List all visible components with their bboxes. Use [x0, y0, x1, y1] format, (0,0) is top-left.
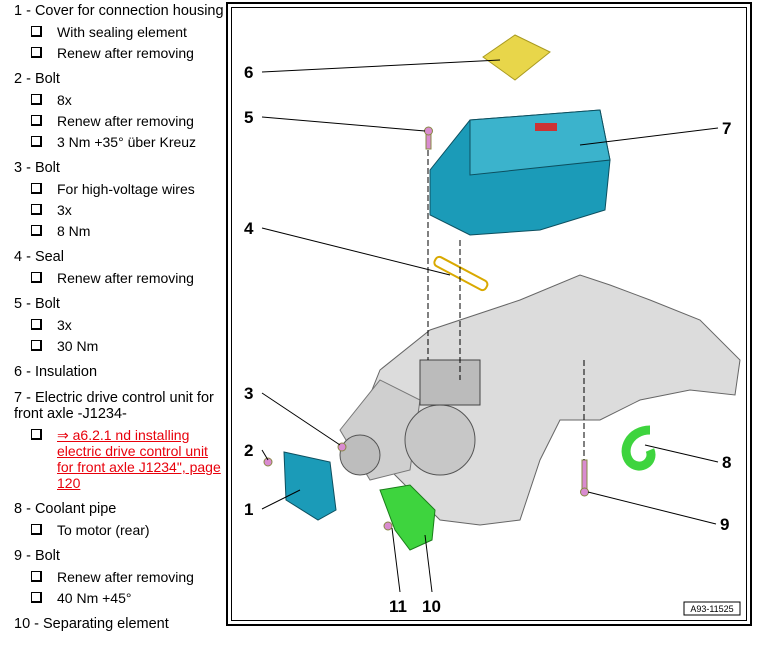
- control-unit-label: [535, 123, 557, 131]
- alignment-lines: [427, 150, 585, 460]
- bearing-flange: [339, 434, 381, 476]
- exploded-view-figure: 6 5 7 4 3 2 1 8 9 11 10 A93-11525: [226, 2, 752, 626]
- entry-title: 3 - Bolt: [14, 160, 60, 176]
- exploded-view-drawing: 6 5 7 4 3 2 1 8 9 11 10 A93-11525: [244, 34, 741, 616]
- entry-item: ⇒ a6.2.1 nd installing electric drive co…: [14, 427, 226, 491]
- figure-inner-frame: [231, 7, 747, 621]
- checkbox-bullet-icon: [31, 592, 42, 603]
- entry-item: To motor (rear): [14, 522, 226, 538]
- install-procedure-link[interactable]: ⇒ a6.2.1 nd installing electric drive co…: [57, 427, 221, 491]
- entry-item: 3 Nm +35° über Kreuz: [14, 134, 226, 150]
- legend-entry-2: 2 - Bolt 8x Renew after removing 3 Nm +3…: [14, 71, 226, 150]
- checkbox-bullet-icon: [31, 26, 42, 37]
- entry-item: 8x: [14, 92, 226, 108]
- checkbox-bullet-icon: [31, 183, 42, 194]
- entry-item: Renew after removing: [14, 113, 226, 129]
- entry-title: 9 - Bolt: [14, 548, 60, 564]
- checkbox-bullet-icon: [31, 225, 42, 236]
- entry-title: 2 - Bolt: [14, 71, 60, 87]
- entry-title: 6 - Insulation: [14, 364, 98, 380]
- callout-7: 7: [722, 119, 731, 138]
- entry-item: 30 Nm: [14, 338, 226, 354]
- entry-item: Renew after removing: [14, 270, 226, 286]
- checkbox-bullet-icon: [31, 272, 42, 283]
- control-unit-lid: [469, 109, 611, 176]
- legend-entry-4: 4 - Seal Renew after removing: [14, 249, 226, 286]
- entry-title: 5 - Bolt: [14, 296, 60, 312]
- callout-1: 1: [244, 500, 253, 519]
- connection-cover: [283, 451, 337, 521]
- checkbox-bullet-icon: [31, 524, 42, 535]
- checkbox-bullet-icon: [31, 136, 42, 147]
- entry-title: 4 - Seal: [14, 249, 64, 265]
- checkbox-bullet-icon: [31, 571, 42, 582]
- entry-title: 8 - Coolant pipe: [14, 501, 117, 517]
- seal-ring: [433, 255, 489, 292]
- checkbox-bullet-icon: [31, 47, 42, 58]
- entry-item: 8 Nm: [14, 223, 226, 239]
- callout-8: 8: [722, 453, 731, 472]
- callout-6: 6: [244, 63, 253, 82]
- insulation-pad: [482, 34, 551, 81]
- entry-item: For high-voltage wires: [14, 181, 226, 197]
- legend-entry-5: 5 - Bolt 3x 30 Nm: [14, 296, 226, 354]
- entry-item: 40 Nm +45°: [14, 590, 226, 606]
- legend-entry-8: 8 - Coolant pipe To motor (rear): [14, 501, 226, 538]
- connection-port: [419, 359, 481, 406]
- entry-title: 7 - Electric drive control unit for fron…: [14, 390, 214, 422]
- entry-item: Renew after removing: [14, 569, 226, 585]
- checkbox-bullet-icon: [31, 115, 42, 126]
- callout-9: 9: [720, 515, 729, 534]
- legend-list: 1 - Cover for connection housing With se…: [14, 3, 226, 642]
- legend-entry-10: 10 - Separating element: [14, 616, 226, 632]
- callout-2: 2: [244, 441, 253, 460]
- legend-entry-7: 7 - Electric drive control unit for fron…: [14, 390, 226, 491]
- entry-item: With sealing element: [14, 24, 226, 40]
- checkbox-bullet-icon: [31, 94, 42, 105]
- callout-5: 5: [244, 108, 253, 127]
- entry-title: 10 - Separating element: [14, 616, 169, 632]
- legend-entry-9: 9 - Bolt Renew after removing 40 Nm +45°: [14, 548, 226, 606]
- coolant-pipe: [621, 425, 656, 471]
- figure-id-box: [683, 601, 741, 616]
- figure-id: A93-11525: [690, 604, 733, 614]
- callout-10: 10: [422, 597, 441, 616]
- callout-11: 11: [389, 597, 407, 616]
- checkbox-bullet-icon: [31, 429, 42, 440]
- entry-title: 1 - Cover for connection housing: [14, 3, 224, 19]
- entry-item: 3x: [14, 317, 226, 333]
- entry-item: Renew after removing: [14, 45, 226, 61]
- legend-entry-3: 3 - Bolt For high-voltage wires 3x 8 Nm: [14, 160, 226, 239]
- connection-housing: [404, 404, 476, 476]
- callout-3: 3: [244, 384, 253, 403]
- checkbox-bullet-icon: [31, 319, 42, 330]
- checkbox-bullet-icon: [31, 204, 42, 215]
- leader-lines: [261, 59, 719, 593]
- entry-item: 3x: [14, 202, 226, 218]
- callout-4: 4: [244, 219, 254, 238]
- legend-entry-1: 1 - Cover for connection housing With se…: [14, 3, 226, 61]
- separating-element: [379, 484, 436, 551]
- legend-entry-6: 6 - Insulation: [14, 364, 226, 380]
- checkbox-bullet-icon: [31, 340, 42, 351]
